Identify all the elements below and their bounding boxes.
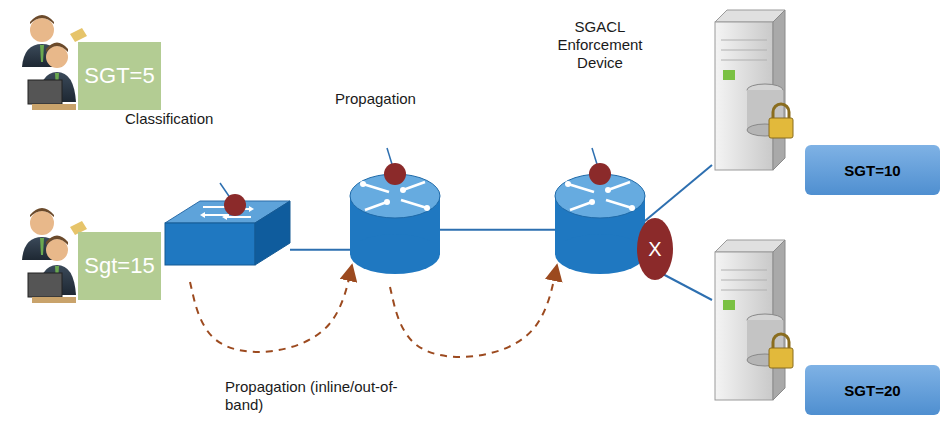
router-icon bbox=[555, 170, 645, 275]
sgt-tag: SGT=5 bbox=[78, 42, 161, 110]
tag-text: Sgt=15 bbox=[84, 253, 154, 279]
tag-text: X bbox=[648, 238, 661, 261]
propagation-arrow bbox=[390, 265, 557, 357]
device-label: SGACL Enforcement Device bbox=[540, 18, 660, 72]
router-icon bbox=[350, 170, 440, 275]
sgt-tag: SGT=10 bbox=[805, 145, 940, 195]
device-label: Propagation bbox=[335, 90, 465, 108]
router-device: SGACL Enforcement Device bbox=[555, 170, 645, 275]
sgt-tag: SGT=20 bbox=[805, 365, 940, 415]
sgt-tag: Sgt=15 bbox=[78, 232, 161, 300]
enforcement-mark: X bbox=[637, 218, 673, 280]
caption-label: Propagation (inline/out-of-band) bbox=[225, 378, 435, 414]
tag-text: SGT=5 bbox=[84, 63, 154, 89]
router-device: Propagation bbox=[350, 170, 440, 275]
switch-device: Classification bbox=[165, 195, 290, 270]
server-icon bbox=[715, 240, 793, 400]
device-label: Classification bbox=[125, 110, 265, 128]
tag-text: SGT=10 bbox=[844, 162, 900, 179]
network-link bbox=[290, 249, 350, 251]
tag-text: SGT=20 bbox=[844, 382, 900, 399]
server-link bbox=[640, 165, 712, 225]
server-icon bbox=[715, 10, 793, 170]
switch-icon bbox=[165, 195, 290, 270]
propagation-arrow bbox=[190, 265, 352, 352]
network-link bbox=[440, 229, 555, 231]
